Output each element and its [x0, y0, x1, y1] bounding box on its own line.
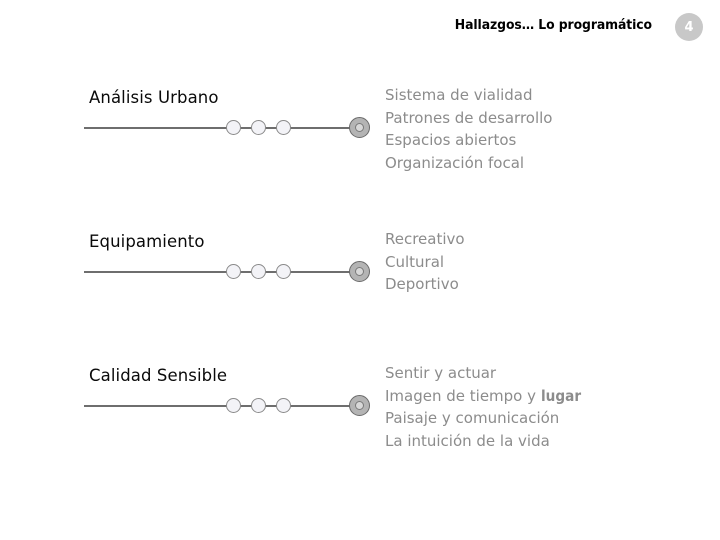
timeline-target-icon: [349, 117, 370, 138]
list-item: Imagen de tiempo y lugar: [385, 385, 586, 408]
list-item: Paisaje y comunicación: [385, 409, 560, 427]
slide-number-badge: 4: [675, 13, 703, 41]
timeline-rule: [84, 271, 359, 273]
section-heading: Calidad Sensible: [89, 366, 228, 385]
timeline-node-icon: [276, 398, 291, 413]
list-item-text: Imagen de tiempo y: [385, 386, 541, 405]
section-timeline: [84, 395, 374, 416]
section-timeline: [84, 261, 374, 282]
list-item: Organización focal: [385, 153, 525, 172]
section-item-list: Recreativo Cultural Deportivo: [385, 228, 465, 296]
list-item: La intuición de la vida: [385, 431, 550, 450]
section-heading: Análisis Urbano: [89, 88, 219, 107]
page-title: Hallazgos… Lo programático: [454, 17, 652, 33]
list-item: Recreativo: [385, 230, 465, 248]
list-item: Deportivo: [385, 275, 459, 293]
timeline-node-icon: [226, 120, 241, 135]
list-item: Espacios abiertos: [385, 131, 517, 149]
section-item-list: Sistema de vialidad Patrones de desarrol…: [385, 84, 552, 174]
timeline-node-icon: [226, 398, 241, 413]
list-item: Sistema de vialidad: [385, 86, 533, 104]
list-item: Sentir y actuar: [385, 364, 497, 382]
list-item: Cultural: [385, 252, 445, 271]
timeline-node-icon: [226, 264, 241, 279]
list-item: Patrones de desarrollo: [385, 108, 553, 127]
timeline-node-icon: [276, 120, 291, 135]
timeline-node-icon: [251, 120, 266, 135]
timeline-rule: [84, 405, 359, 407]
timeline-node-icon: [251, 398, 266, 413]
list-item-emphasis: lugar: [540, 386, 581, 405]
section-heading: Equipamiento: [89, 232, 205, 251]
section-item-list: Sentir y actuar Imagen de tiempo y lugar…: [385, 362, 586, 452]
timeline-rule: [84, 127, 359, 129]
slide-number-label: 4: [684, 19, 694, 35]
timeline-target-icon: [349, 395, 370, 416]
timeline-target-icon: [349, 261, 370, 282]
timeline-node-icon: [276, 264, 291, 279]
section-timeline: [84, 117, 374, 138]
timeline-node-icon: [251, 264, 266, 279]
